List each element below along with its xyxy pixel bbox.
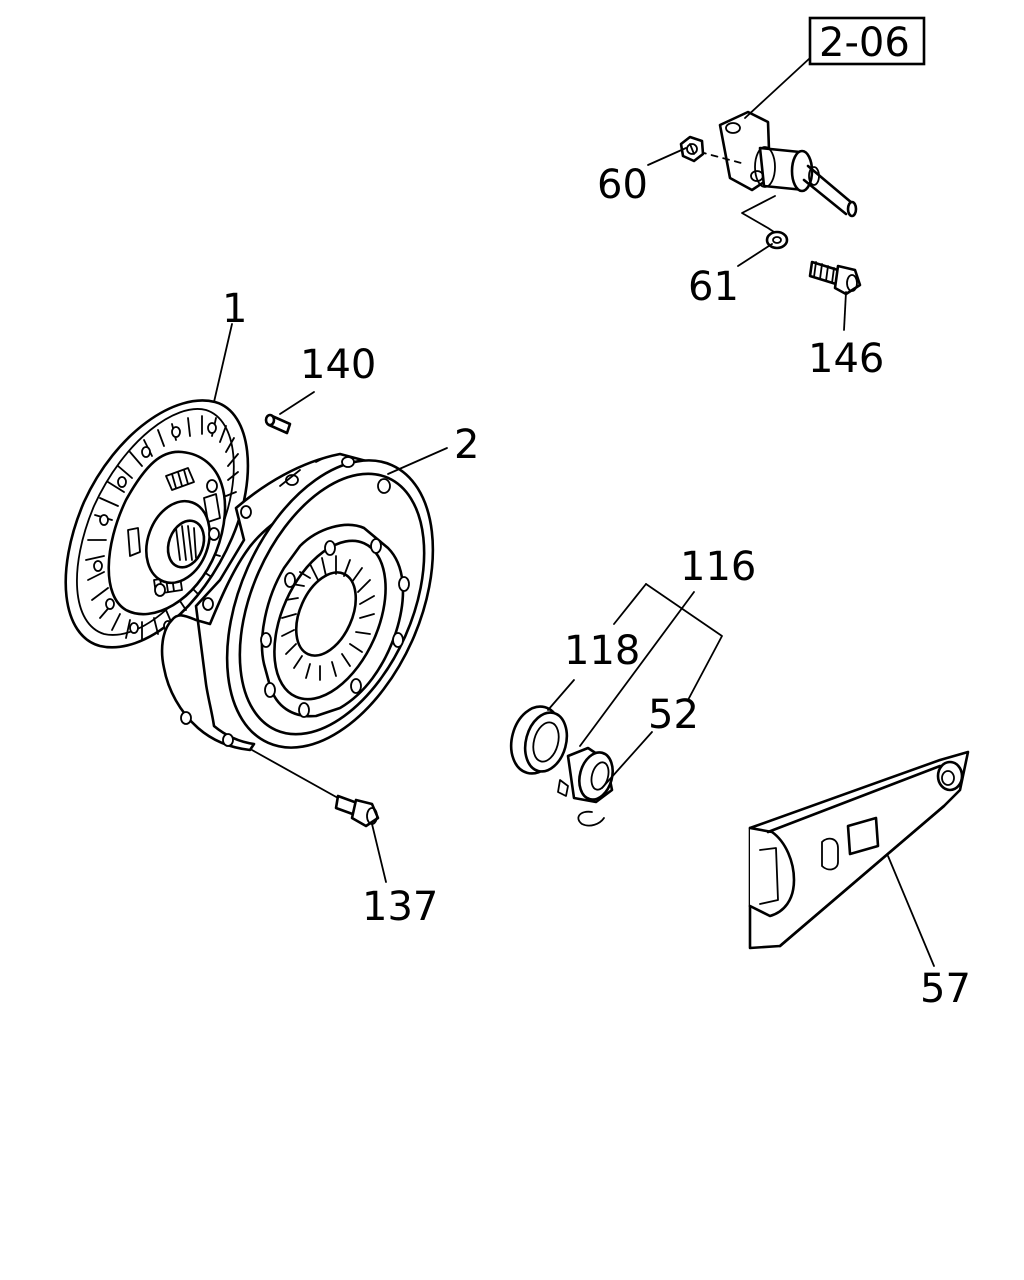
reference-label: 2-06 (819, 20, 910, 66)
nut-60 (679, 135, 705, 163)
callout-2: 2 (454, 422, 479, 468)
callout-137: 137 (362, 884, 438, 930)
bolt-146 (808, 260, 862, 296)
release-fork-57 (748, 750, 970, 950)
bearing-118 (509, 705, 569, 775)
clutch-disc (64, 399, 250, 649)
clip (577, 810, 605, 827)
callout-1: 1 (222, 286, 247, 332)
callout-118: 118 (564, 628, 640, 674)
callout-140: 140 (300, 342, 376, 388)
leader-lines (213, 57, 935, 967)
callout-52: 52 (648, 692, 699, 738)
callout-60: 60 (597, 162, 648, 208)
pin-140 (264, 413, 292, 435)
reference-box (808, 16, 926, 66)
callout-57: 57 (920, 966, 971, 1012)
bolt-137 (251, 749, 380, 828)
callout-146: 146 (808, 336, 884, 382)
slave-cylinder (699, 110, 858, 237)
callout-61: 61 (688, 264, 739, 310)
callout-116: 116 (680, 544, 756, 590)
release-bearing-52 (557, 746, 614, 804)
ref-box-group: 2-06 (808, 16, 926, 66)
pressure-plate (160, 452, 435, 752)
